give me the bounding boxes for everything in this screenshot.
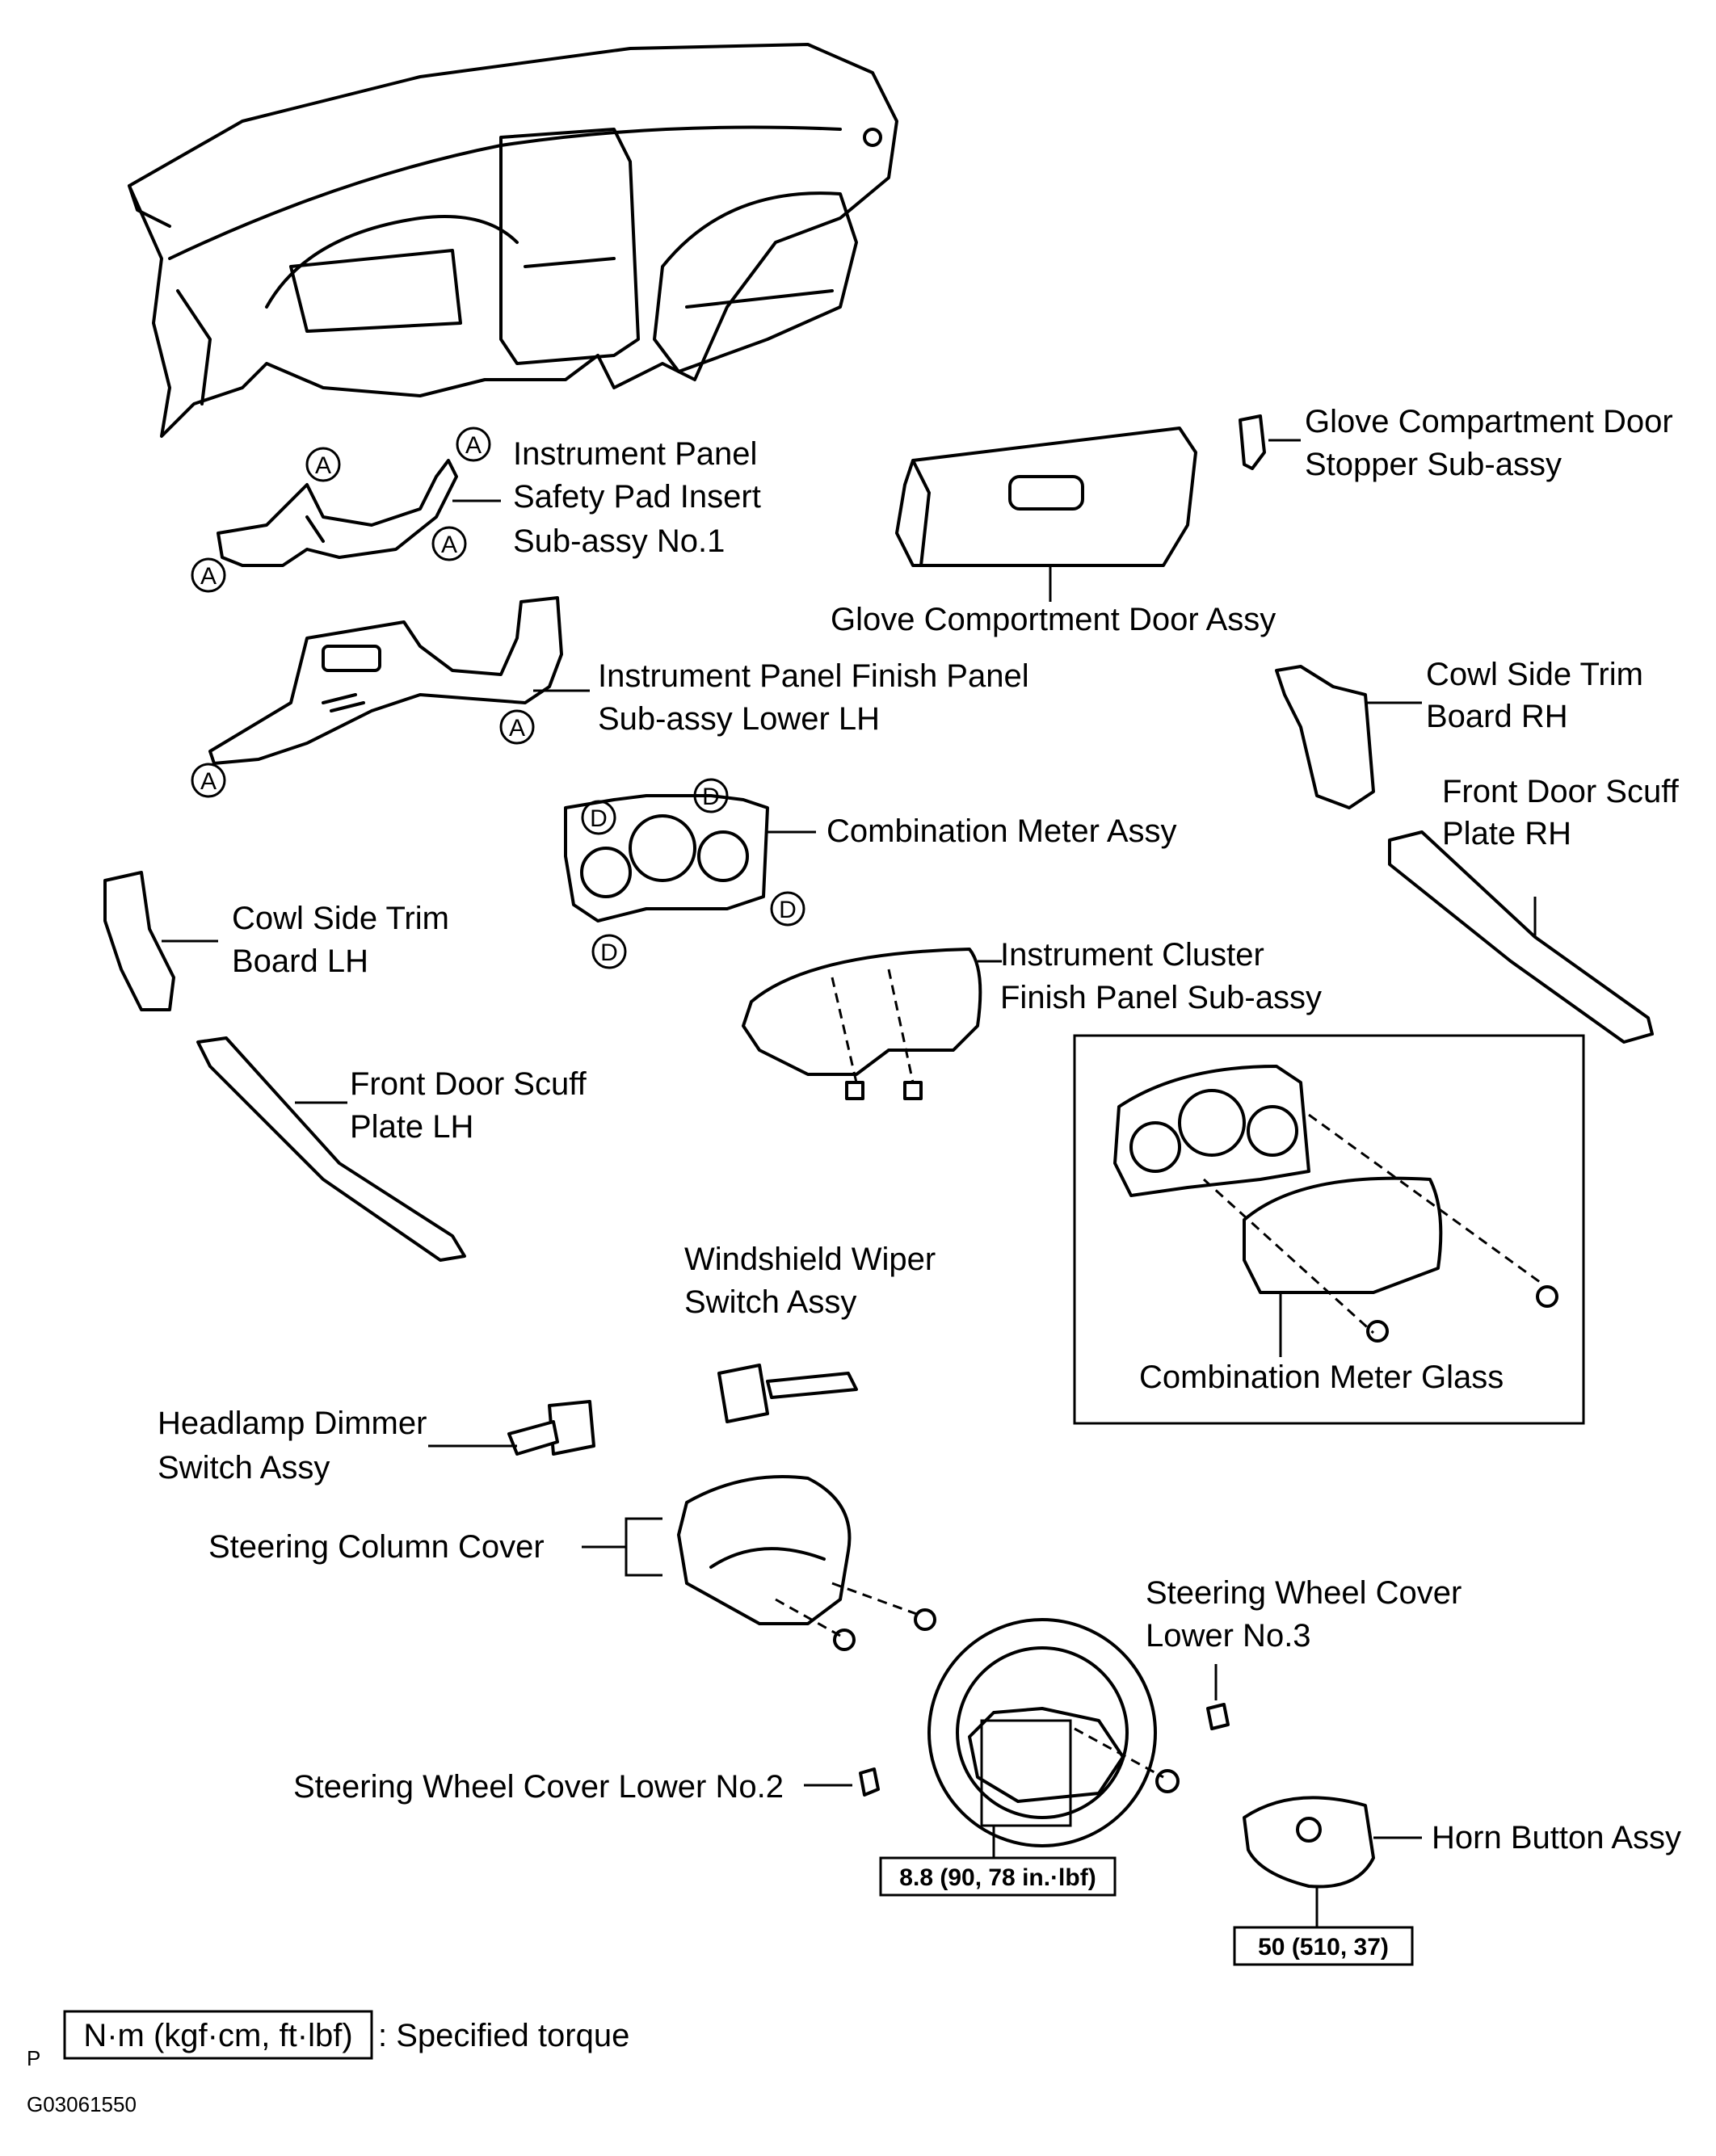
callout-a: A A A A A A: [191, 427, 535, 798]
footer-code: G03061550: [27, 2092, 137, 2116]
svg-text:Plate RH: Plate RH: [1442, 816, 1571, 851]
svg-text:Front Door Scuff: Front Door Scuff: [350, 1066, 587, 1102]
svg-text:Board LH: Board LH: [232, 944, 368, 979]
svg-text:Lower No.3: Lower No.3: [1146, 1618, 1311, 1654]
svg-text:Sub-assy Lower LH: Sub-assy Lower LH: [598, 701, 880, 737]
wiper-switch-drawing: [717, 1364, 858, 1423]
steering-wheel-drawing: [927, 1618, 1180, 1847]
cowl-side-trim-rh-drawing: [1275, 665, 1375, 809]
safety-pad-insert-drawing: [217, 459, 458, 567]
svg-text:Finish Panel Sub-assy: Finish Panel Sub-assy: [1000, 980, 1322, 1015]
footer-p: P: [27, 2046, 40, 2070]
cowl-side-trim-lh-drawing: [103, 871, 175, 1011]
svg-text:Cowl Side Trim: Cowl Side Trim: [232, 901, 449, 936]
headlamp-switch-drawing: [507, 1400, 595, 1456]
combination-meter-drawing: [564, 794, 769, 922]
svg-text:Switch Assy: Switch Assy: [158, 1450, 330, 1486]
scuff-plate-lh-drawing: [196, 1036, 466, 1262]
svg-text:D: D: [600, 939, 618, 966]
svg-text:Sub-assy No.1: Sub-assy No.1: [513, 523, 725, 559]
svg-text:Instrument Panel Finish Panel: Instrument Panel Finish Panel: [598, 658, 1029, 694]
svg-text:Windshield Wiper: Windshield Wiper: [684, 1242, 936, 1277]
svg-text:Safety Pad Insert: Safety Pad Insert: [513, 479, 761, 515]
svg-text:Steering Wheel Cover: Steering Wheel Cover: [1146, 1575, 1462, 1611]
svg-text:A: A: [509, 715, 525, 742]
callout-d: D D D D: [581, 778, 805, 969]
svg-text:A: A: [200, 768, 217, 795]
meter-glass-inset: [1073, 1034, 1585, 1425]
torque-horn: 50 (510, 37): [1233, 1926, 1414, 1966]
svg-text:8.8 (90, 78 in.·lbf): 8.8 (90, 78 in.·lbf): [899, 1864, 1096, 1891]
svg-text:Steering Wheel Cover Lower No.: Steering Wheel Cover Lower No.2: [293, 1769, 784, 1805]
steering-column-cover-drawing: [677, 1475, 936, 1651]
svg-text:Steering Column Cover: Steering Column Cover: [208, 1529, 545, 1565]
glove-stopper-drawing: [1239, 414, 1266, 470]
svg-text:Headlamp Dimmer: Headlamp Dimmer: [158, 1406, 427, 1441]
svg-text:Horn Button Assy: Horn Button Assy: [1432, 1820, 1681, 1856]
glove-compartment-door-drawing: [895, 427, 1197, 567]
svg-text:D: D: [702, 784, 720, 810]
svg-text:D: D: [590, 805, 608, 832]
svg-text:Instrument Cluster: Instrument Cluster: [1000, 937, 1264, 973]
torque-legend: N·m (kgf·cm, ft·lbf) : Specified torque: [63, 2010, 629, 2060]
svg-text:Cowl Side Trim: Cowl Side Trim: [1426, 657, 1643, 692]
svg-text:Combination Meter Assy: Combination Meter Assy: [826, 813, 1177, 849]
scuff-plate-rh-drawing: [1388, 830, 1654, 1044]
svg-text:Glove Compartment Door: Glove Compartment Door: [1305, 404, 1673, 439]
wheel-cover-lower2-drawing: [859, 1767, 880, 1797]
svg-text:A: A: [441, 532, 457, 558]
svg-text:Plate LH: Plate LH: [350, 1109, 473, 1145]
svg-text:A: A: [465, 432, 482, 459]
cluster-finish-panel-drawing: [742, 948, 982, 1100]
svg-text:: Specified torque: : Specified torque: [378, 2018, 629, 2053]
part-labels: Glove Compartment Door Stopper Sub-assy …: [158, 404, 1681, 1856]
svg-text:D: D: [779, 897, 797, 923]
svg-text:Instrument Panel: Instrument Panel: [513, 436, 757, 472]
svg-text:Stopper Sub-assy: Stopper Sub-assy: [1305, 447, 1562, 482]
svg-text:Switch Assy: Switch Assy: [684, 1284, 856, 1320]
svg-text:A: A: [200, 563, 217, 590]
torque-wheel: 8.8 (90, 78 in.·lbf): [879, 1856, 1117, 1897]
finish-panel-lower-drawing: [208, 596, 563, 765]
wheel-cover-lower3-drawing: [1206, 1703, 1230, 1730]
svg-text:Glove Comportment Door Assy: Glove Comportment Door Assy: [831, 602, 1276, 637]
instrument-panel-drawing: [128, 43, 898, 438]
svg-text:A: A: [315, 452, 331, 479]
horn-button-drawing: [1243, 1796, 1375, 1889]
svg-text:Combination Meter Glass: Combination Meter Glass: [1139, 1360, 1504, 1395]
svg-text:Front Door Scuff: Front Door Scuff: [1442, 774, 1680, 809]
svg-text:50 (510, 37): 50 (510, 37): [1258, 1934, 1389, 1961]
svg-text:Board RH: Board RH: [1426, 699, 1568, 734]
svg-text:N·m (kgf·cm, ft·lbf): N·m (kgf·cm, ft·lbf): [83, 2018, 352, 2053]
